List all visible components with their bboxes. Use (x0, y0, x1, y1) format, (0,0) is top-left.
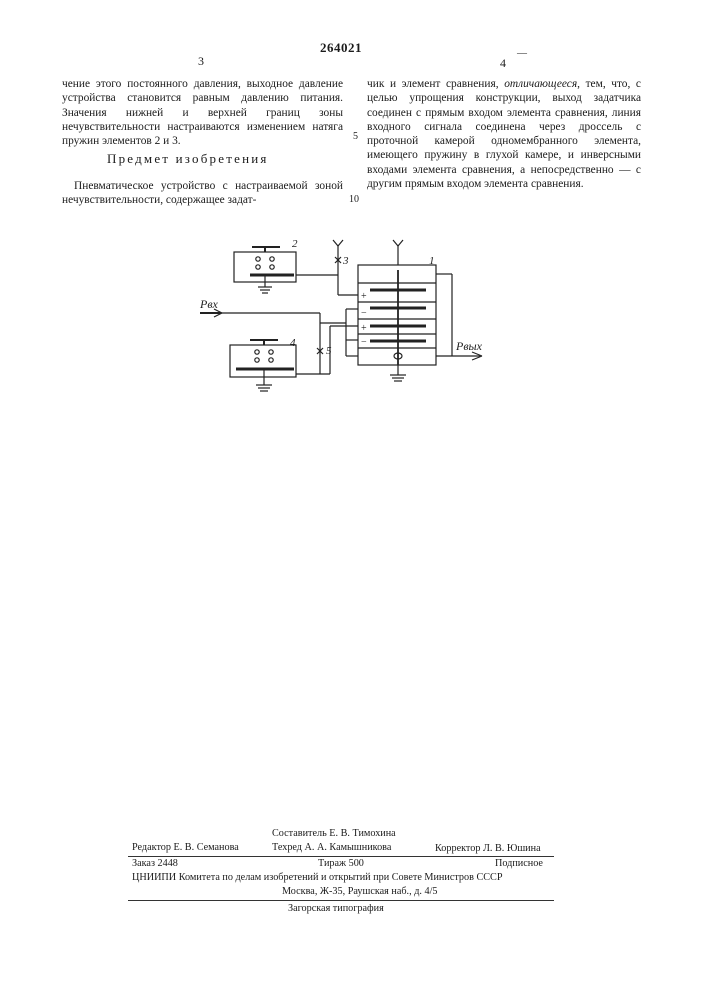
line-number-10: 10 (349, 194, 359, 205)
left-paragraph-1: чение этого постоянного давления, выходн… (62, 77, 343, 148)
footer-compiler: Составитель Е. В. Тимохина (272, 828, 396, 839)
right-column-number: 4 (500, 56, 506, 71)
right-column: чик и элемент сравнения, отличающееся, т… (367, 77, 641, 191)
label-input: Pвх (199, 297, 219, 311)
right-italic-word: отличающееся (504, 78, 577, 90)
footer-rule-bottom (128, 900, 554, 901)
schematic-diagram: 2 1 3 4 5 Pвх Pвых + − + − (190, 230, 510, 405)
footer-printer: Загорская типография (288, 903, 384, 914)
right-text-after-italic: , тем, что, с целью упрощения конструкци… (367, 78, 641, 190)
label-plus-1: + (361, 291, 367, 302)
label-minus-2: − (361, 337, 367, 348)
footer-rule-top (128, 856, 554, 857)
footer-order: Заказ 2448 (132, 858, 178, 869)
label-element-2: 2 (292, 238, 298, 250)
patent-number: 264021 (320, 40, 362, 56)
label-element-3: 3 (342, 255, 349, 267)
footer-address: Москва, Ж-35, Раушская наб., д. 4/5 (282, 886, 438, 897)
footer-institute: ЦНИИПИ Комитета по делам изобретений и о… (132, 872, 503, 883)
label-output: Pвых (455, 339, 483, 353)
label-element-5: 5 (326, 345, 332, 357)
label-element-1: 1 (429, 255, 435, 267)
left-paragraph-2: Пневматическое устройство с настраиваемо… (62, 179, 343, 208)
footer-circulation: Тираж 500 (318, 858, 364, 869)
footer-corrector: Корректор Л. В. Юшина (435, 843, 541, 854)
label-minus-1: − (361, 308, 367, 319)
dash-mark: — (517, 48, 527, 59)
section-heading: Предмет изобретения (107, 152, 269, 166)
line-number-5: 5 (353, 131, 358, 142)
footer-subscription: Подписное (495, 858, 543, 869)
left-column-number: 3 (198, 54, 204, 69)
right-text-before-italic: чик и элемент сравнения, (367, 78, 504, 90)
footer-editor: Редактор Е. В. Семанова (132, 842, 239, 853)
footer-techred: Техред А. А. Камышникова (272, 842, 391, 853)
label-element-4: 4 (290, 337, 296, 349)
label-plus-2: + (361, 323, 367, 334)
